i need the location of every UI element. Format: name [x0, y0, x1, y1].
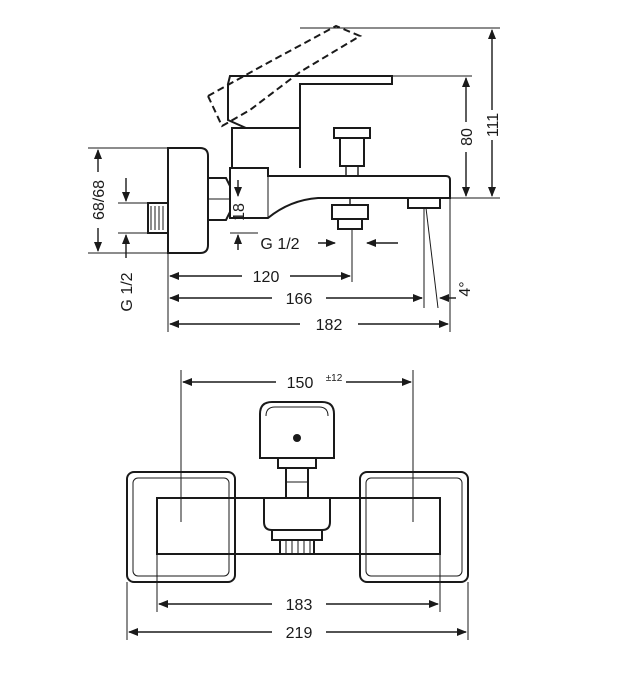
dim-219: 219	[286, 625, 313, 642]
cartridge-top	[263, 498, 331, 531]
dim-tolerance-12: ±12	[326, 373, 343, 384]
mixer-body	[229, 167, 451, 219]
shower-outlet	[331, 198, 369, 230]
dim-182: 182	[316, 317, 343, 334]
dim-183: 183	[286, 597, 313, 614]
handle-housing	[231, 127, 301, 168]
spout-aerator	[407, 197, 441, 209]
outlet-top	[271, 529, 323, 555]
wall-flange	[167, 147, 209, 254]
diverter-knob	[333, 127, 371, 176]
side-view: 111 80 68/68 G 1/2 18 G 1/2 120 166 4°	[88, 24, 502, 334]
right-rosette	[359, 471, 469, 583]
dim-18: 18	[231, 203, 248, 221]
dim-68-68: 68/68	[91, 180, 108, 220]
top-view: 150 ±12 183 219	[126, 370, 469, 642]
dim-g12-outlet: G 1/2	[260, 236, 299, 253]
wall-connector	[147, 202, 169, 234]
lever-handle	[227, 75, 393, 129]
dim-166: 166	[286, 291, 313, 308]
lever-open-position	[206, 24, 363, 128]
dim-g12-inlet: G 1/2	[119, 272, 136, 311]
dim-80: 80	[459, 128, 476, 146]
diverter-top	[277, 457, 317, 499]
dim-150: 150	[287, 375, 314, 392]
dim-angle-4: 4°	[457, 281, 474, 296]
dim-120: 120	[253, 269, 280, 286]
dim-111: 111	[485, 113, 502, 137]
handle-top	[259, 401, 335, 459]
handle-marker-icon	[293, 434, 301, 442]
